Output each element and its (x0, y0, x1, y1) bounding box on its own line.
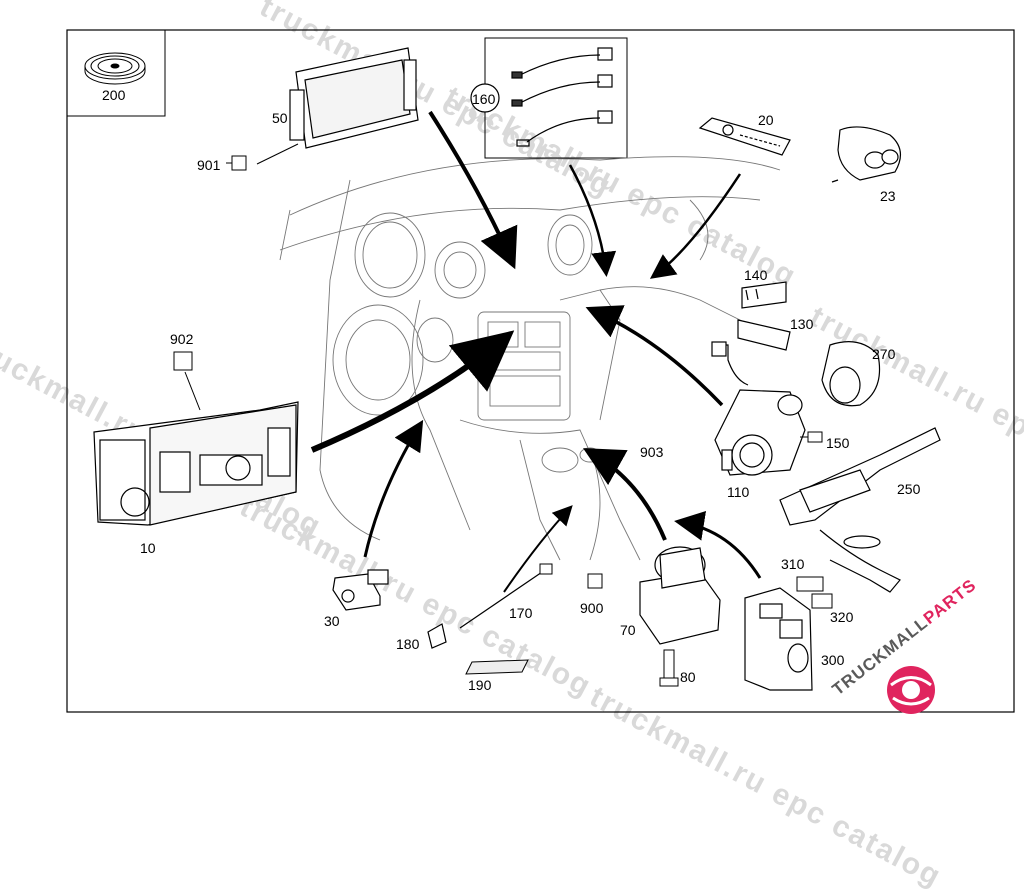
remote-control-drawing (698, 117, 791, 156)
cable-170-drawing (459, 567, 549, 629)
clip-902-drawing (173, 351, 193, 371)
bolt-80-drawing (659, 649, 679, 687)
part-label-903: 903 (640, 444, 664, 460)
controller-70-drawing (639, 546, 721, 645)
part-160-box (484, 37, 628, 159)
brand-logo: TRUCKMALLPARTS (829, 575, 1006, 720)
diagram-frame (66, 29, 1015, 713)
part-label-10: 10 (140, 540, 156, 556)
socket-30-drawing (332, 569, 389, 611)
part-label-140: 140 (744, 267, 768, 283)
bracket-140-drawing (741, 281, 787, 309)
dashboard-outline (279, 156, 781, 561)
cd-disc-icon (84, 52, 146, 85)
cable-170-plug (539, 563, 553, 575)
part-label-320: 320 (830, 609, 854, 625)
part-label-160: 160 (472, 91, 496, 107)
part-label-250: 250 (897, 481, 921, 497)
clip-901-drawing (226, 155, 247, 171)
part-label-50: 50 (272, 110, 288, 126)
part-label-23: 23 (880, 188, 896, 204)
part-label-310: 310 (781, 556, 805, 572)
connector-180-drawing (427, 623, 447, 649)
switch-unit-110-drawing (711, 341, 806, 476)
part-label-70: 70 (620, 622, 636, 638)
pad-190-drawing (465, 659, 529, 675)
part-200-box (66, 29, 166, 117)
clip-900-drawing (587, 573, 603, 589)
gear-logo-icon (887, 666, 935, 714)
part-label-300: 300 (821, 652, 845, 668)
panel-300-drawing (744, 587, 813, 691)
part-label-180: 180 (396, 636, 420, 652)
part-label-200: 200 (102, 87, 126, 103)
part-label-190: 190 (468, 677, 492, 693)
ring-270-drawing (821, 341, 881, 407)
bracket-130-drawing (737, 319, 791, 351)
part-label-20: 20 (758, 112, 774, 128)
part-label-150: 150 (826, 435, 850, 451)
part-160-callout (470, 83, 500, 113)
cable-set-drawing (511, 47, 613, 147)
cover-23-drawing (831, 126, 901, 183)
part-label-270: 270 (872, 346, 896, 362)
part-label-80: 80 (680, 669, 696, 685)
armrest-250-drawing (779, 427, 941, 593)
part-label-900: 900 (580, 600, 604, 616)
switch-320-drawing (811, 593, 833, 609)
part-label-170: 170 (509, 605, 533, 621)
part-label-130: 130 (790, 316, 814, 332)
radio-unit-10-drawing (93, 401, 299, 526)
part-label-902: 902 (170, 331, 194, 347)
part-label-30: 30 (324, 613, 340, 629)
part-label-901: 901 (197, 157, 221, 173)
display-unit-drawing (289, 47, 419, 149)
screw-150-drawing (800, 431, 823, 443)
assembly-arrows (310, 110, 762, 593)
part-label-110: 110 (727, 484, 750, 500)
switch-310-drawing (796, 576, 824, 592)
diagram-drawing (66, 29, 1015, 713)
